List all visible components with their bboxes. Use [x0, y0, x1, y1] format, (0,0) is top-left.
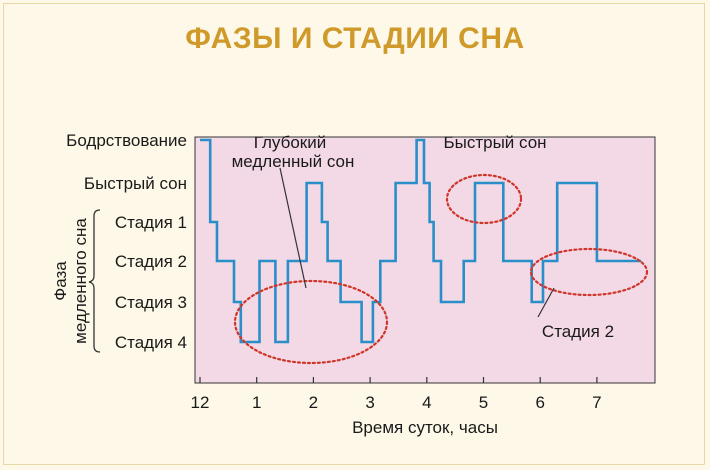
- y-category-label: Стадия 3: [115, 293, 187, 312]
- x-axis-label: Время суток, часы: [352, 418, 498, 437]
- y-category-label: Стадия 1: [115, 213, 187, 232]
- annotation-stage2: Стадия 2: [542, 322, 614, 341]
- sleep-stage-line: [200, 138, 642, 344]
- stage2-ellipse: [529, 247, 649, 297]
- x-tick-label: 6: [535, 393, 544, 412]
- deep-sleep-ellipse: [233, 279, 389, 365]
- x-tick-label: 3: [365, 393, 374, 412]
- x-tick-label: 7: [592, 393, 601, 412]
- rem-sleep-ellipse: [445, 173, 523, 225]
- y-category-label: Стадия 2: [115, 252, 187, 271]
- deep-sleep-pointer: [279, 167, 307, 289]
- page-title: ФАЗЫ И СТАДИИ СНА: [185, 22, 525, 55]
- x-tick-label: 4: [422, 393, 431, 412]
- stage2-pointer: [537, 287, 555, 318]
- x-tick-label: 12: [191, 393, 210, 412]
- annotation-rem-sleep: Быстрый сон: [443, 133, 546, 152]
- x-tick-label: 5: [479, 393, 488, 412]
- y-group-label-line2: медленного сна: [71, 218, 90, 344]
- y-category-label: Бодрствование: [66, 131, 187, 150]
- x-tick-label: 2: [309, 393, 318, 412]
- slow-sleep-bracket: [88, 209, 101, 353]
- y-group-label-line1: Фаза: [51, 261, 70, 301]
- x-tick-label: 1: [252, 393, 261, 412]
- y-category-label: Быстрый сон: [84, 174, 187, 193]
- annotation-deep-sleep-line1: Глубокий: [254, 133, 326, 152]
- y-category-label: Стадия 4: [115, 333, 187, 352]
- annotation-deep-sleep-line2: медленный сон: [232, 152, 355, 171]
- page-frame: [3, 3, 705, 465]
